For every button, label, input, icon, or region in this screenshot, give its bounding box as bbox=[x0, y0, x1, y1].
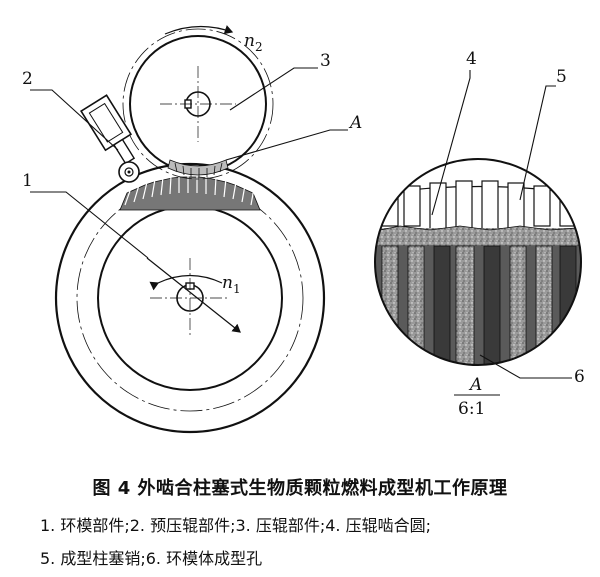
forming-holes bbox=[381, 245, 577, 365]
label-1: 1 bbox=[22, 171, 33, 191]
plunger-pins-ring bbox=[119, 175, 261, 211]
label-6: 6 bbox=[574, 367, 585, 387]
detail-scale: 6:1 bbox=[458, 399, 485, 419]
ring-die bbox=[54, 162, 326, 434]
n1-letter: n bbox=[222, 273, 233, 293]
figure-caption-title: 图 4 外啮合柱塞式生物质颗粒燃料成型机工作原理 bbox=[92, 478, 508, 499]
label-5: 5 bbox=[556, 67, 567, 87]
label-n1: n1 bbox=[222, 273, 241, 296]
label-n2: n2 bbox=[244, 31, 263, 54]
leader-lines bbox=[30, 67, 572, 396]
label-A: A bbox=[348, 113, 362, 133]
label-2: 2 bbox=[22, 69, 33, 89]
detail-view-A bbox=[374, 158, 582, 366]
machine-diagram: 1 2 3 A 4 5 6 n2 n1 A 6:1 bbox=[22, 25, 585, 434]
figure-legend-line-1: 1. 环模部件;2. 预压辊部件;3. 压辊部件;4. 压辊啮合圆; bbox=[40, 516, 431, 535]
label-3: 3 bbox=[320, 51, 331, 71]
figure-legend-line-2: 5. 成型柱塞销;6. 环模体成型孔 bbox=[40, 549, 263, 568]
label-4: 4 bbox=[466, 49, 477, 69]
press-roller bbox=[122, 25, 274, 180]
n1-subscript: 1 bbox=[233, 282, 241, 296]
n2-letter: n bbox=[244, 31, 255, 51]
n2-subscript: 2 bbox=[255, 40, 263, 54]
prepress-roller bbox=[80, 94, 140, 183]
detail-name: A bbox=[468, 375, 482, 395]
